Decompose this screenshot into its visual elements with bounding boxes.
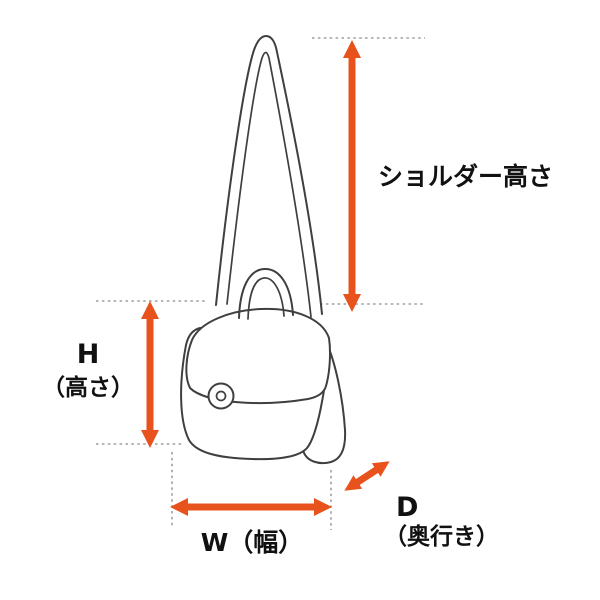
dimension-arrows — [141, 40, 390, 516]
shoulder-height-label: ショルダー高さ — [378, 162, 553, 191]
arrow-shaft — [348, 56, 356, 296]
arrow-shaft — [186, 503, 314, 511]
shoulder-strap — [215, 35, 323, 318]
height-sub-label: （高さ） — [42, 374, 134, 401]
arrow-shaft — [146, 317, 154, 431]
depth-arrow — [344, 461, 390, 491]
arrowhead-up — [343, 40, 361, 58]
width-arrow — [170, 498, 332, 516]
bag-illustration — [180, 35, 347, 465]
arrowhead-left — [170, 498, 188, 516]
arrowhead-left — [344, 475, 363, 491]
arrowhead-right — [314, 498, 332, 516]
clasp-button — [207, 382, 235, 410]
arrowhead-down — [141, 430, 159, 448]
arrow-shaft — [355, 466, 379, 486]
guide-lines — [96, 37, 425, 530]
shoulder-height-arrow — [343, 40, 361, 312]
depth-label: D — [396, 492, 418, 523]
bag-height-arrow — [141, 301, 159, 448]
arrowhead-right — [371, 461, 390, 477]
dimension-labels: ショルダー高さ H （高さ） W（幅） D （奥行き） — [42, 162, 553, 557]
bag-flap — [185, 307, 331, 405]
bag-handle — [238, 267, 294, 320]
width-label: W（幅） — [201, 528, 304, 557]
arrowhead-down — [343, 294, 361, 312]
height-label: H — [77, 339, 100, 370]
arrowhead-up — [141, 301, 159, 319]
depth-sub-label: （奥行き） — [384, 523, 499, 550]
